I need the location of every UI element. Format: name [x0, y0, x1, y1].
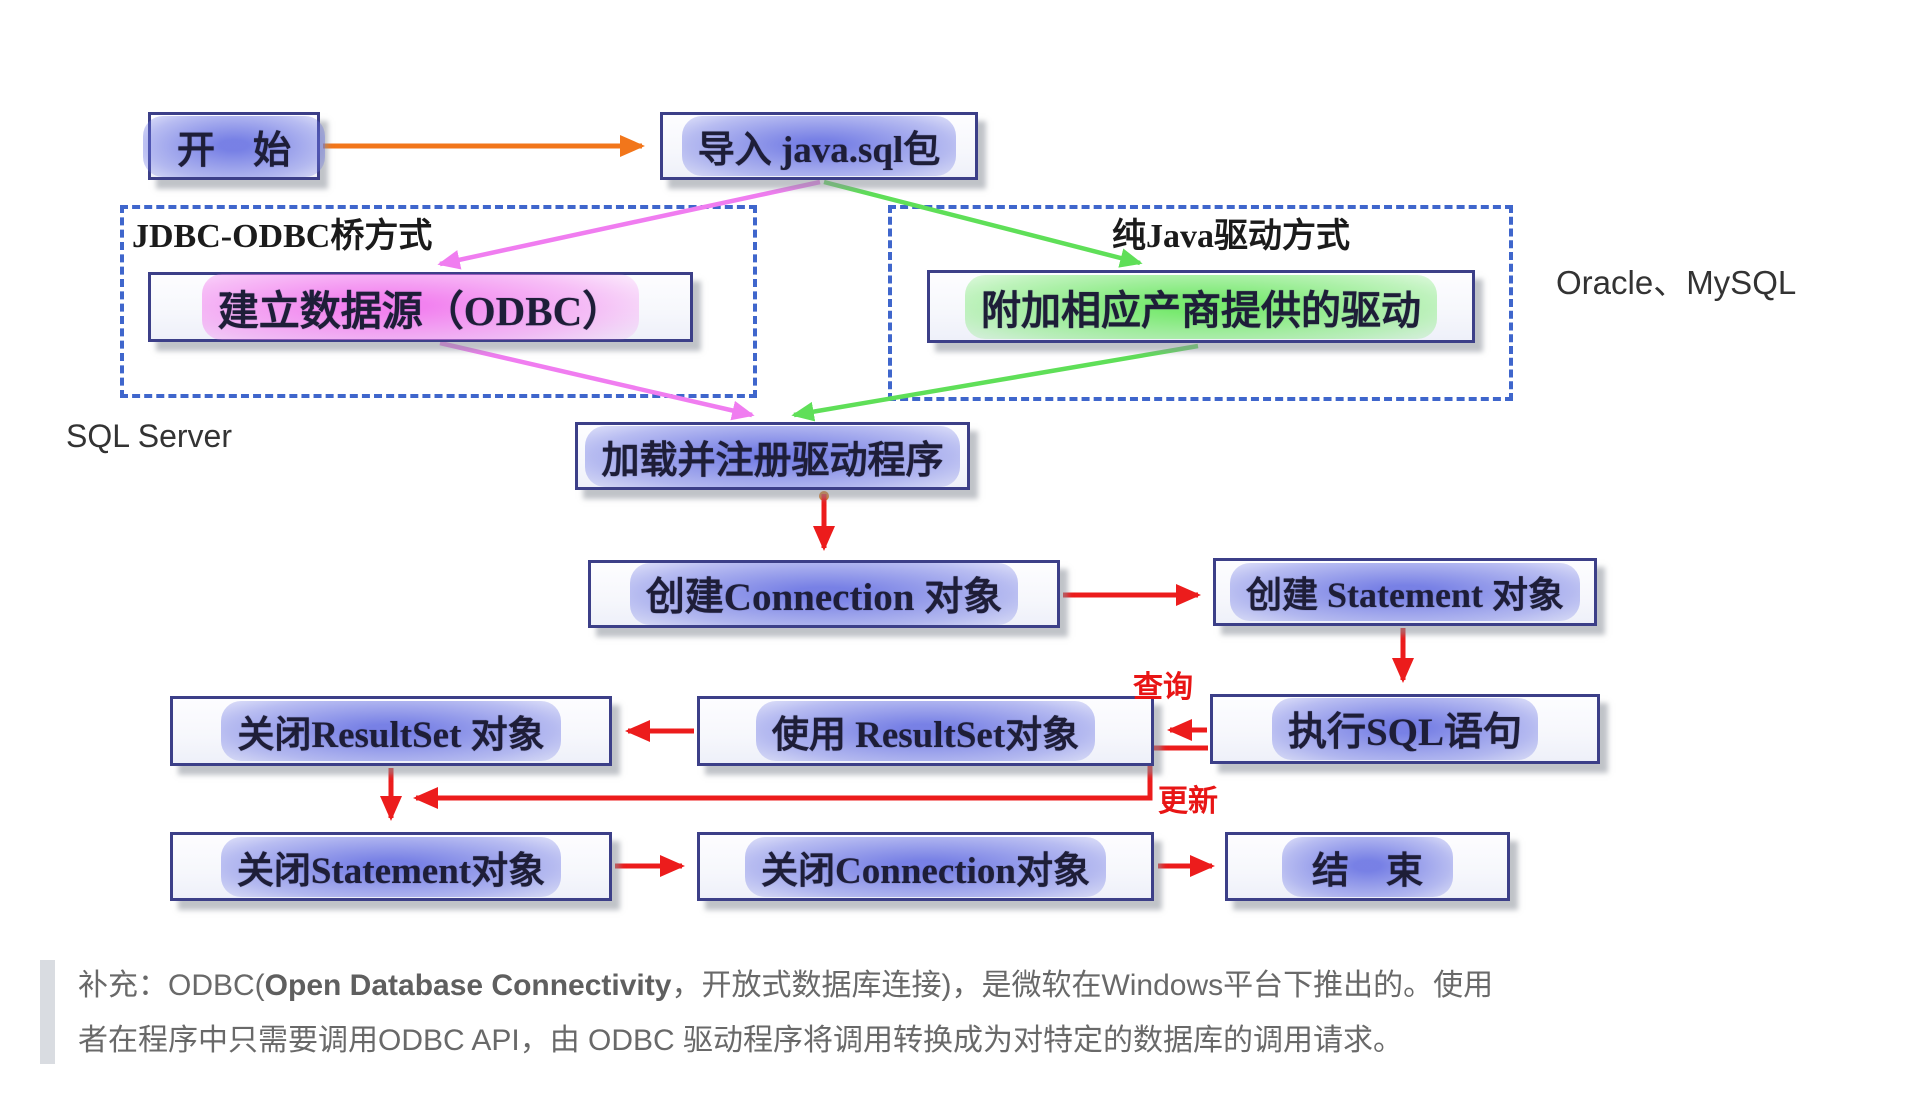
group-jdbc-odbc-bridge-label: JDBC-ODBC桥方式: [132, 218, 433, 255]
node-close-resultset-label: 关闭ResultSet 对象: [221, 701, 561, 761]
label-update: 更新: [1158, 785, 1218, 818]
node-attach-vendor-driver-label: 附加相应产商提供的驱动: [965, 274, 1437, 339]
node-use-resultset: 使用 ResultSet对象: [697, 696, 1154, 766]
node-close-statement: 关闭Statement对象: [170, 832, 612, 901]
node-create-datasource-odbc: 建立数据源（ODBC）: [148, 272, 693, 342]
group-pure-java-driver-label: 纯Java驱动方式: [1112, 218, 1350, 255]
node-load-register-driver: 加载并注册驱动程序: [575, 422, 970, 490]
node-close-statement-label: 关闭Statement对象: [220, 836, 562, 897]
node-end: 结 束: [1225, 832, 1510, 901]
node-import-javasql-label: 导入 java.sql包: [681, 116, 957, 176]
note-text: 补充：ODBC(Open Database Connectivity，开放式数据…: [78, 958, 1868, 1068]
group-pure-java-driver: [888, 205, 1513, 401]
node-attach-vendor-driver: 附加相应产商提供的驱动: [927, 270, 1475, 343]
note-line-1: 补充：ODBC(Open Database Connectivity，开放式数据…: [78, 969, 1494, 1002]
node-end-label: 结 束: [1282, 836, 1453, 897]
node-use-resultset-label: 使用 ResultSet对象: [755, 701, 1096, 761]
node-create-datasource-odbc-label: 建立数据源（ODBC）: [201, 274, 640, 340]
node-execute-sql: 执行SQL语句: [1210, 694, 1600, 764]
node-close-connection: 关闭Connection对象: [697, 832, 1154, 901]
node-close-resultset: 关闭ResultSet 对象: [170, 696, 612, 766]
node-close-connection-label: 关闭Connection对象: [745, 836, 1106, 897]
note-bold-odbc-fullname: Open Database Connectivity: [264, 969, 672, 1002]
label-query: 查询: [1133, 671, 1193, 704]
node-create-statement-label: 创建 Statement 对象: [1230, 563, 1580, 621]
node-import-javasql: 导入 java.sql包: [660, 112, 978, 180]
node-start: 开 始: [143, 112, 326, 180]
node-load-register-driver-label: 加载并注册驱动程序: [585, 425, 960, 487]
node-create-connection-label: 创建Connection 对象: [629, 563, 1019, 625]
label-oracle-mysql: Oracle、MySQL: [1556, 264, 1797, 301]
label-sql-server: SQL Server: [66, 418, 232, 454]
note-quote-bar: [40, 960, 55, 1064]
node-create-statement: 创建 Statement 对象: [1213, 558, 1597, 626]
group-jdbc-odbc-bridge: [120, 205, 757, 398]
note-line-2: 者在程序中只需要调用ODBC API，由 ODBC 驱动程序将调用转换成为对特定…: [78, 1024, 1404, 1057]
node-start-label: 开 始: [143, 115, 326, 177]
node-execute-sql-label: 执行SQL语句: [1271, 698, 1539, 760]
node-create-connection: 创建Connection 对象: [588, 560, 1060, 628]
